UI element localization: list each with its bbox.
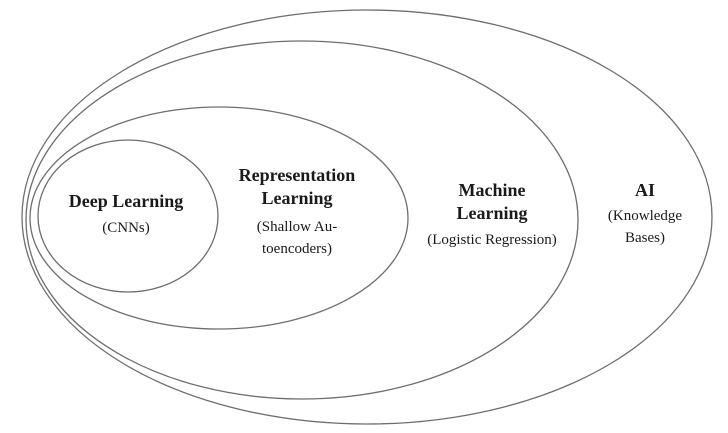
deep-learning-sublabel: (CNNs) [102, 220, 150, 236]
machine-learning-sublabel: (Logistic Regression) [427, 232, 557, 248]
ai-sublabel-line1: (Knowledge [608, 208, 682, 224]
representation-learning-sublabel-line1: (Shallow Au- [257, 219, 337, 235]
representation-learning-set-ellipse [29, 106, 409, 330]
ai-set-ellipse [21, 9, 713, 425]
machine-learning-label-line2: Learning [456, 203, 527, 223]
deep-learning-set-ellipse [37, 139, 219, 293]
representation-learning-label-line1: Representation [239, 165, 356, 185]
machine-learning-set-ellipse [25, 40, 579, 400]
machine-learning-label-line1: Machine [459, 180, 526, 200]
ai-sublabel-line2: Bases) [625, 230, 665, 246]
ai-label: AI [635, 180, 655, 200]
representation-learning-sublabel-line2: toencoders) [262, 241, 332, 257]
representation-learning-label-line2: Learning [261, 188, 332, 208]
deep-learning-label: Deep Learning [69, 191, 184, 211]
